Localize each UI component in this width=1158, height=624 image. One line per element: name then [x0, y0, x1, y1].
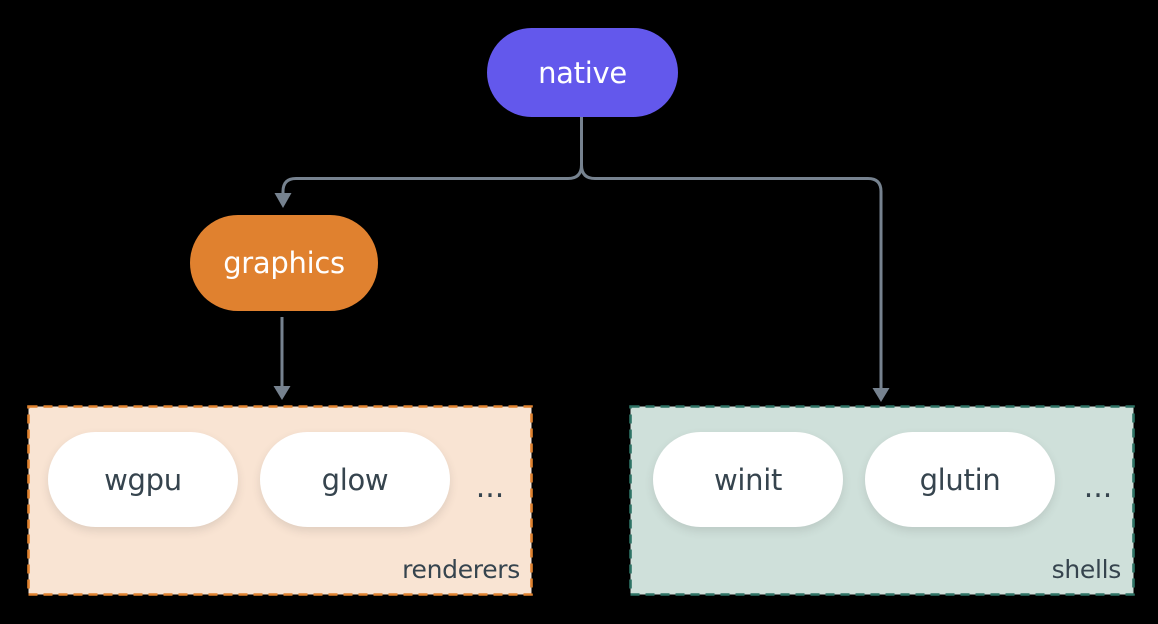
- edge-native-to-shells: [580, 115, 883, 389]
- node-native: native: [487, 28, 678, 117]
- shells-ellipsis: ...: [1083, 470, 1113, 505]
- node-winit-label: winit: [713, 462, 783, 497]
- node-graphics: graphics: [190, 215, 378, 311]
- group-shells: winit glutin ... shells: [629, 405, 1134, 596]
- arrowhead-shells: [872, 388, 890, 402]
- arrowhead-renderers: [273, 386, 291, 400]
- arrowhead-graphics: [274, 193, 292, 208]
- group-renderers: wgpu glow ... renderers: [27, 405, 533, 596]
- node-glutin: glutin: [865, 432, 1055, 527]
- node-glow-label: glow: [321, 462, 389, 497]
- node-graphics-label: graphics: [223, 246, 345, 280]
- shells-group-label: shells: [1051, 555, 1122, 584]
- renderers-ellipsis: ...: [475, 470, 505, 505]
- node-winit: winit: [653, 432, 843, 527]
- node-glutin-label: glutin: [919, 462, 1001, 497]
- node-wgpu: wgpu: [48, 432, 238, 527]
- node-glow: glow: [260, 432, 450, 527]
- node-wgpu-label: wgpu: [104, 462, 182, 497]
- edge-native-to-graphics: [281, 115, 583, 194]
- node-native-label: native: [538, 55, 627, 90]
- renderers-group-label: renderers: [402, 555, 520, 584]
